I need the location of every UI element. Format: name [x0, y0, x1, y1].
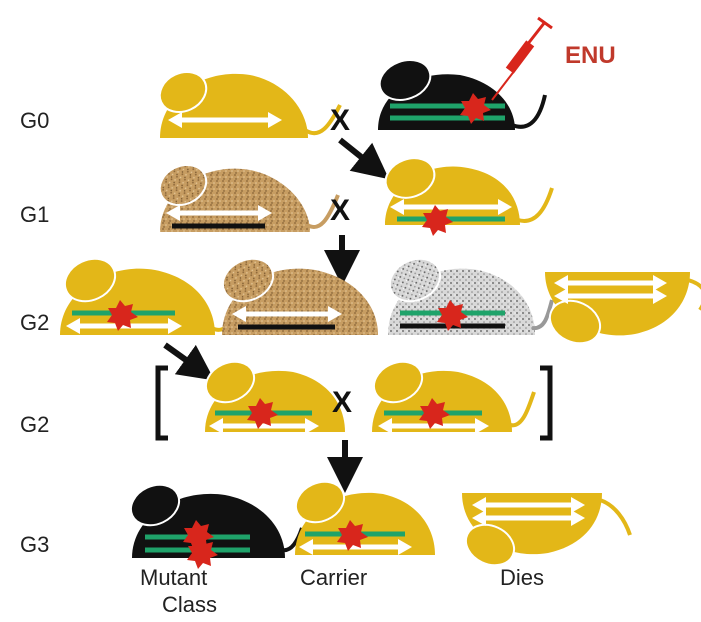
generation-label-g2-second: G2 — [20, 412, 49, 437]
caption-mutant-line1: Mutant — [140, 565, 207, 590]
cross-symbol-g1: X — [330, 194, 350, 227]
caption-mutant-line2: Class — [162, 592, 217, 617]
g2-intercross-mouse-right — [367, 354, 534, 434]
mutagen-label: ENU — [565, 42, 616, 69]
g0-wildtype-mouse — [153, 65, 340, 138]
generation-label-g1: G1 — [20, 202, 49, 227]
g2-agouti-mouse — [216, 251, 378, 335]
generation-label-g2-first: G2 — [20, 310, 49, 335]
g3-carrier-mouse — [289, 474, 435, 555]
generation-label-g0: G0 — [20, 108, 49, 133]
g2-speckled-mouse — [383, 251, 552, 335]
g2-carrier-mouse — [58, 251, 240, 335]
arrow-g2-selection — [165, 345, 200, 370]
g3-mutant-mouse — [124, 477, 302, 569]
g2-intercross-mouse-left — [199, 354, 345, 434]
g3-dies-mouse — [459, 493, 630, 573]
cross-symbol-g0: X — [330, 104, 350, 137]
syringe-icon — [492, 18, 552, 100]
g1-agouti-balancer-mouse — [153, 158, 338, 232]
g2-homozygous-balancer-mouse — [543, 272, 701, 351]
caption-carrier: Carrier — [300, 565, 367, 590]
arrow-g0-to-g1 — [340, 140, 375, 168]
generation-label-g3: G3 — [20, 532, 49, 557]
g1-carrier-mouse — [380, 152, 552, 236]
cross-symbol-g2: X — [332, 386, 352, 419]
caption-dies: Dies — [500, 565, 544, 590]
